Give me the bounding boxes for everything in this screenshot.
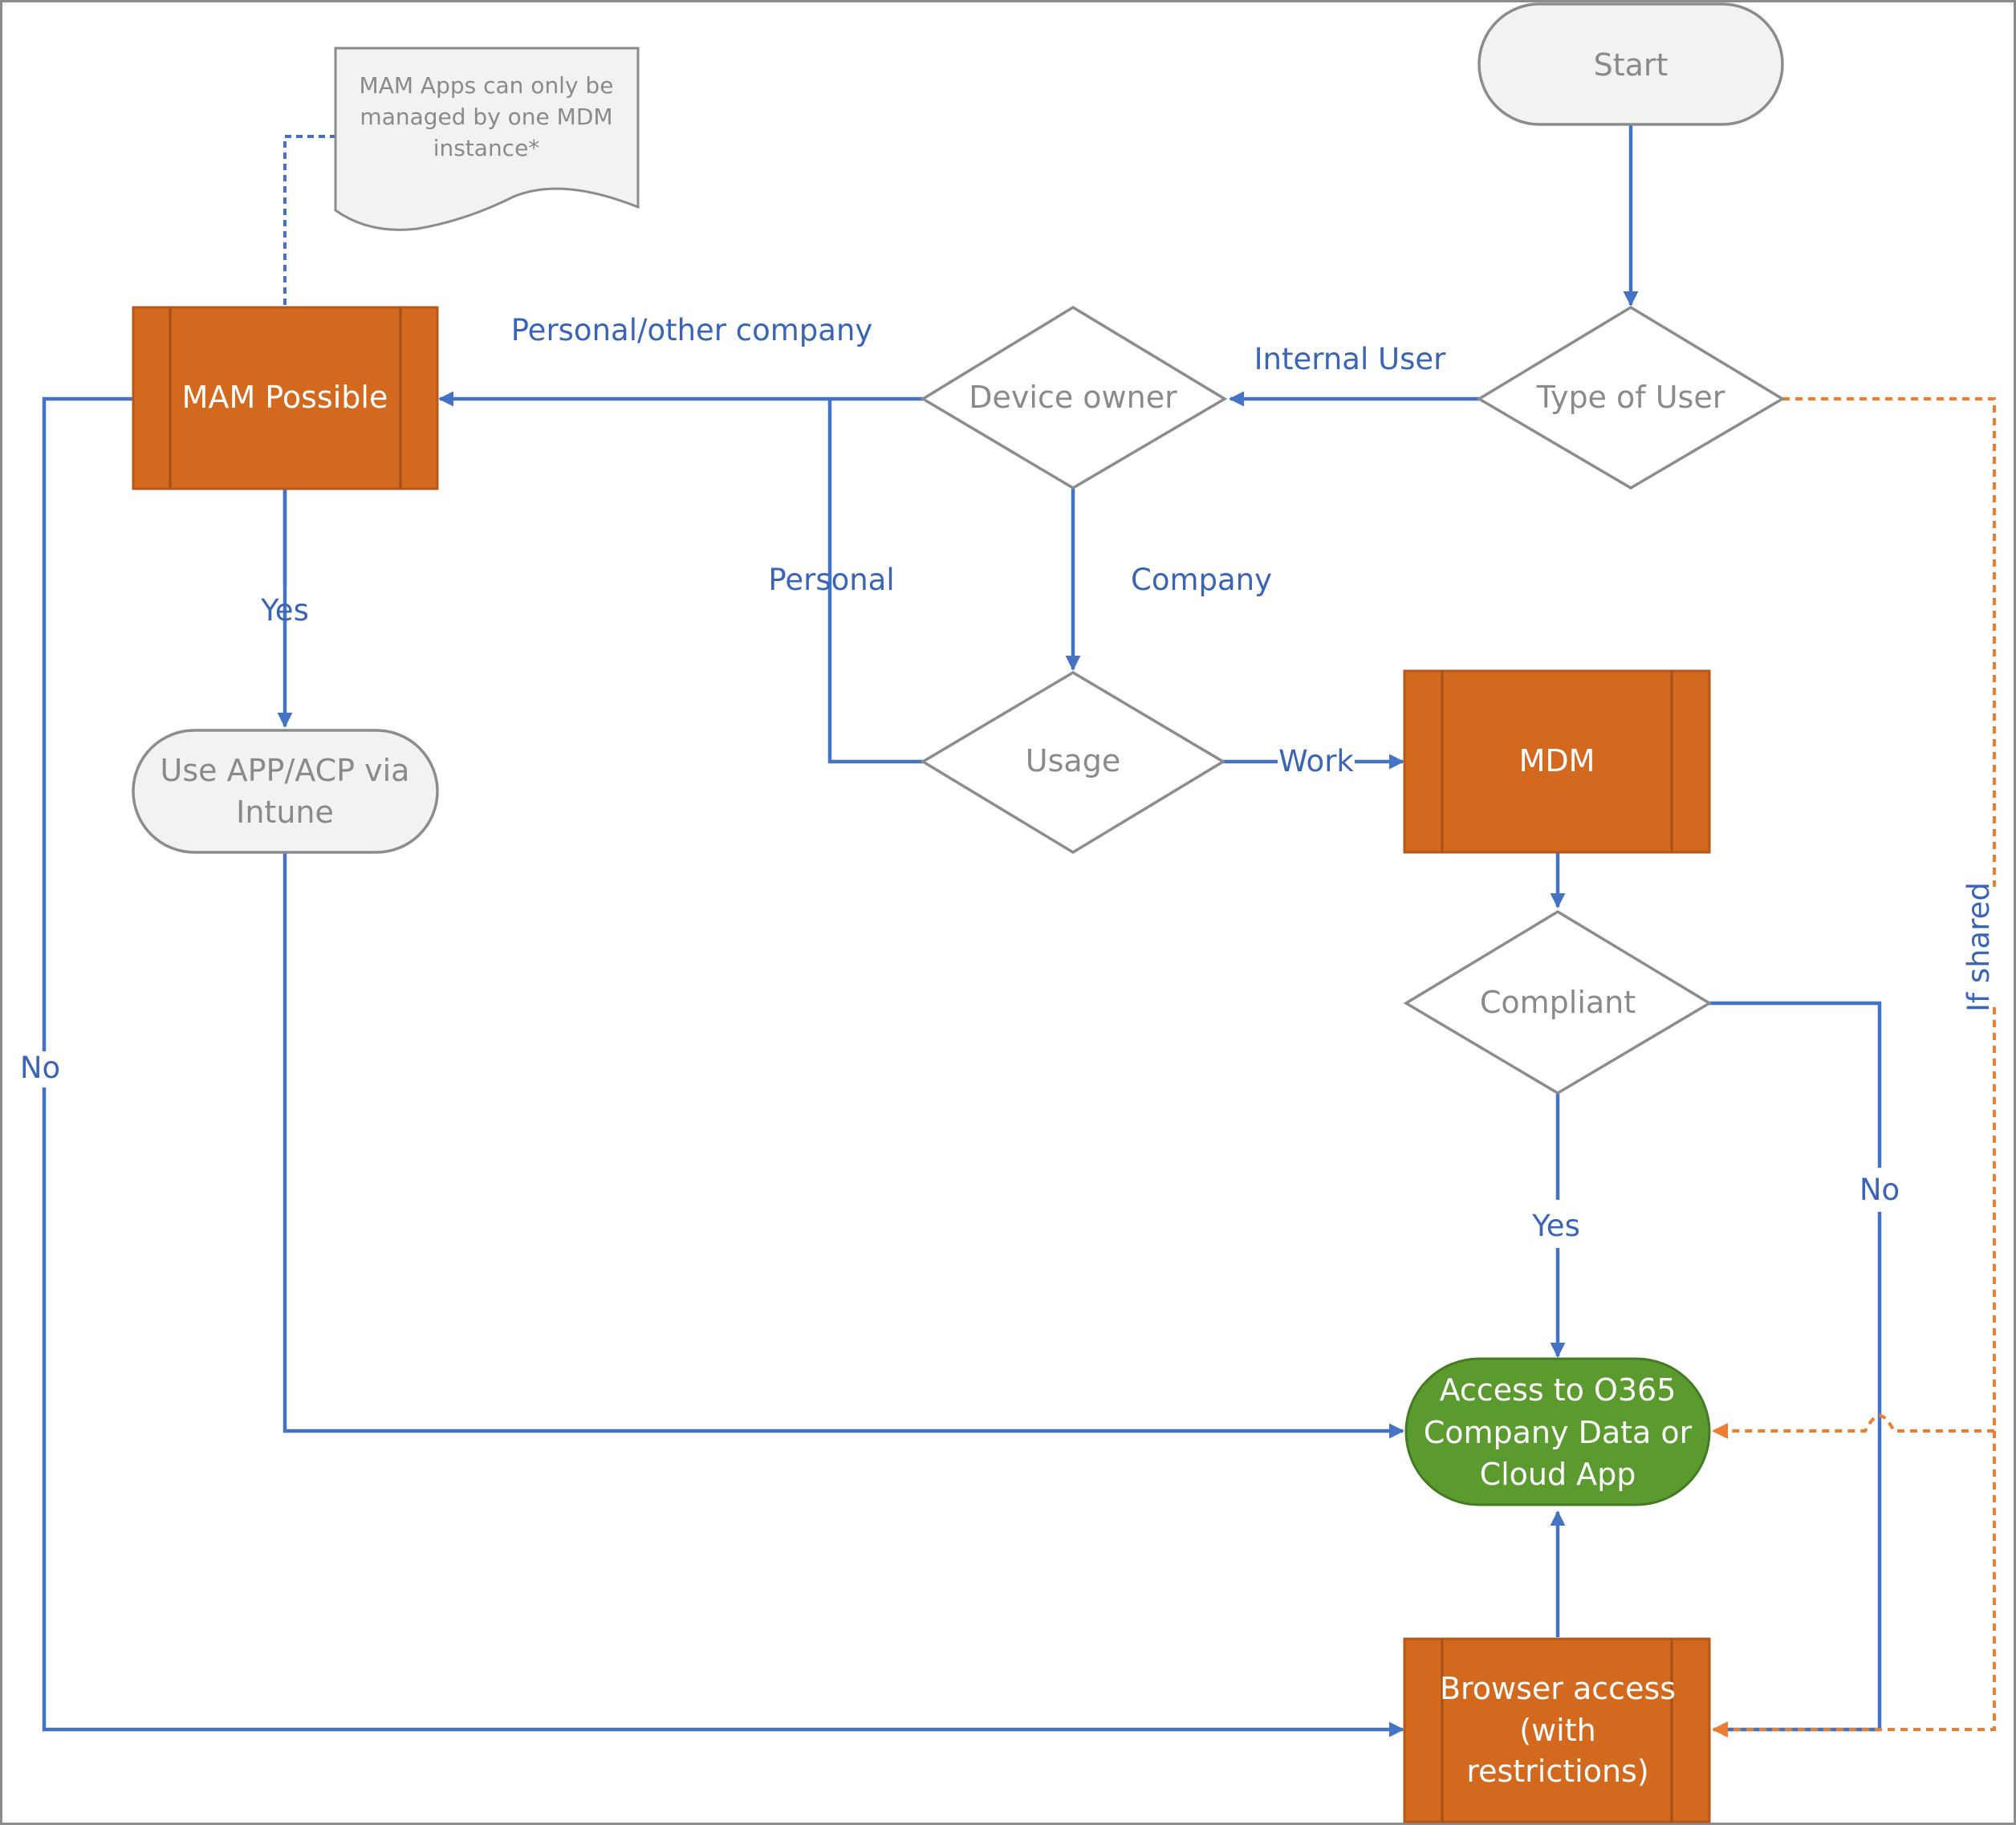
label-no-mam: No xyxy=(20,1051,60,1085)
start-label: Start xyxy=(1594,47,1668,83)
label-yes-compliant: Yes xyxy=(1531,1209,1580,1243)
label-work: Work xyxy=(1278,744,1354,778)
compliant-label: Compliant xyxy=(1480,985,1636,1020)
use-app-line-2: Intune xyxy=(236,795,334,830)
browser-line-2: (with xyxy=(1519,1713,1595,1748)
mam-possible-process xyxy=(132,306,439,490)
use-app-line-1: Use APP/ACP via xyxy=(161,753,410,788)
edge-useapp-to-access xyxy=(282,852,1404,1439)
edge-mam-to-note xyxy=(283,135,335,305)
type-of-user-decision xyxy=(1476,305,1786,490)
edge-compliant-no-to-browser xyxy=(1712,1212,1882,1738)
note-document xyxy=(334,47,640,231)
edge-usage-personal-to-mam xyxy=(827,399,923,764)
access-line-3: Cloud App xyxy=(1480,1457,1636,1492)
compliant-decision xyxy=(1403,909,1713,1095)
device-owner-decision xyxy=(920,305,1228,490)
usage-decision xyxy=(920,670,1226,855)
mdm-label: MDM xyxy=(1519,743,1595,778)
label-personal: Personal xyxy=(768,563,894,597)
use-app-terminal xyxy=(132,729,439,854)
note-line-1: MAM Apps can only be xyxy=(360,72,614,99)
label-no-compliant: No xyxy=(1860,1173,1900,1207)
access-terminal xyxy=(1404,1357,1711,1506)
browser-access-process xyxy=(1403,1637,1711,1823)
device-owner-label: Device owner xyxy=(969,380,1177,415)
note-line-2: managed by one MDM xyxy=(360,104,612,130)
usage-label: Usage xyxy=(1026,743,1120,778)
edge-mam-no-to-browser xyxy=(42,1087,1404,1738)
label-if-shared: If shared xyxy=(1961,882,1996,1012)
label-yes-mam: Yes xyxy=(260,593,309,628)
type-of-user-label: Type of User xyxy=(1536,380,1725,415)
browser-line-1: Browser access xyxy=(1440,1671,1676,1706)
note-line-3: instance* xyxy=(433,135,540,161)
label-personal-other-company: Personal/other company xyxy=(511,313,873,348)
mam-possible-label: MAM Possible xyxy=(182,380,388,415)
edge-if-shared-line-a xyxy=(1782,397,1996,887)
access-line-1: Access to O365 xyxy=(1440,1372,1677,1408)
start-terminal xyxy=(1477,2,1784,126)
label-company: Company xyxy=(1131,563,1272,597)
edge-if-shared-to-browser xyxy=(1712,1007,1996,1738)
access-line-2: Company Data or xyxy=(1424,1415,1693,1450)
browser-line-3: restrictions) xyxy=(1466,1754,1648,1789)
edge-mam-no-line-a xyxy=(42,396,133,1051)
label-internal-user: Internal User xyxy=(1254,342,1446,376)
edge-compliant-no-line-a xyxy=(1709,1001,1882,1168)
edge-if-shared-to-access xyxy=(1712,1413,1994,1439)
mdm-process xyxy=(1403,669,1711,854)
